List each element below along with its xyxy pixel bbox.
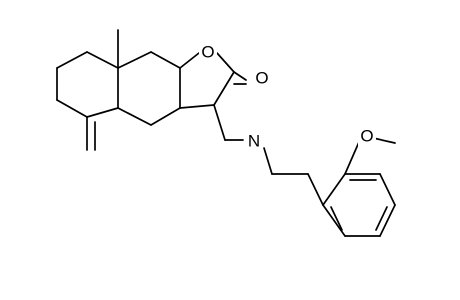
aromatic-inner-line bbox=[375, 206, 388, 231]
bond bbox=[216, 52, 235, 73]
bond bbox=[263, 147, 273, 175]
ring-oxygen-label: O bbox=[201, 43, 214, 62]
bond bbox=[150, 51, 181, 69]
bond-group-lactone bbox=[179, 52, 247, 109]
aromatic-inner-line bbox=[330, 206, 343, 231]
bond bbox=[379, 204, 396, 237]
bond bbox=[322, 204, 346, 237]
bond bbox=[179, 52, 200, 69]
bond bbox=[179, 104, 215, 109]
bond-group-side-chain bbox=[213, 104, 324, 206]
bond bbox=[150, 107, 181, 126]
bond bbox=[117, 51, 152, 69]
bond bbox=[322, 173, 346, 206]
bond bbox=[213, 71, 235, 106]
carbonyl-oxygen-bg bbox=[253, 66, 271, 88]
bond-group-benzene bbox=[322, 173, 396, 237]
bond bbox=[372, 137, 396, 144]
bond bbox=[379, 173, 396, 206]
bond bbox=[86, 51, 119, 69]
ring-oxygen-bg bbox=[199, 41, 217, 63]
amine-nitrogen-label: N bbox=[248, 132, 260, 151]
bond-group-decalin bbox=[56, 29, 181, 126]
bond bbox=[213, 104, 226, 141]
bond-group-methylene bbox=[86, 116, 96, 151]
bond bbox=[56, 51, 88, 69]
bond bbox=[117, 107, 152, 126]
bond bbox=[56, 99, 88, 118]
carbonyl-oxygen-label: O bbox=[255, 69, 268, 88]
bond-group-methoxy bbox=[344, 137, 396, 175]
bond bbox=[344, 141, 360, 175]
amine-nitrogen-bg bbox=[245, 130, 263, 152]
methoxy-oxygen-label: O bbox=[360, 127, 373, 146]
methoxy-oxygen-bg bbox=[358, 125, 376, 147]
bond bbox=[233, 71, 247, 81]
bond bbox=[307, 173, 324, 206]
atom-labels: O O N O bbox=[199, 41, 376, 152]
bond bbox=[86, 107, 119, 118]
